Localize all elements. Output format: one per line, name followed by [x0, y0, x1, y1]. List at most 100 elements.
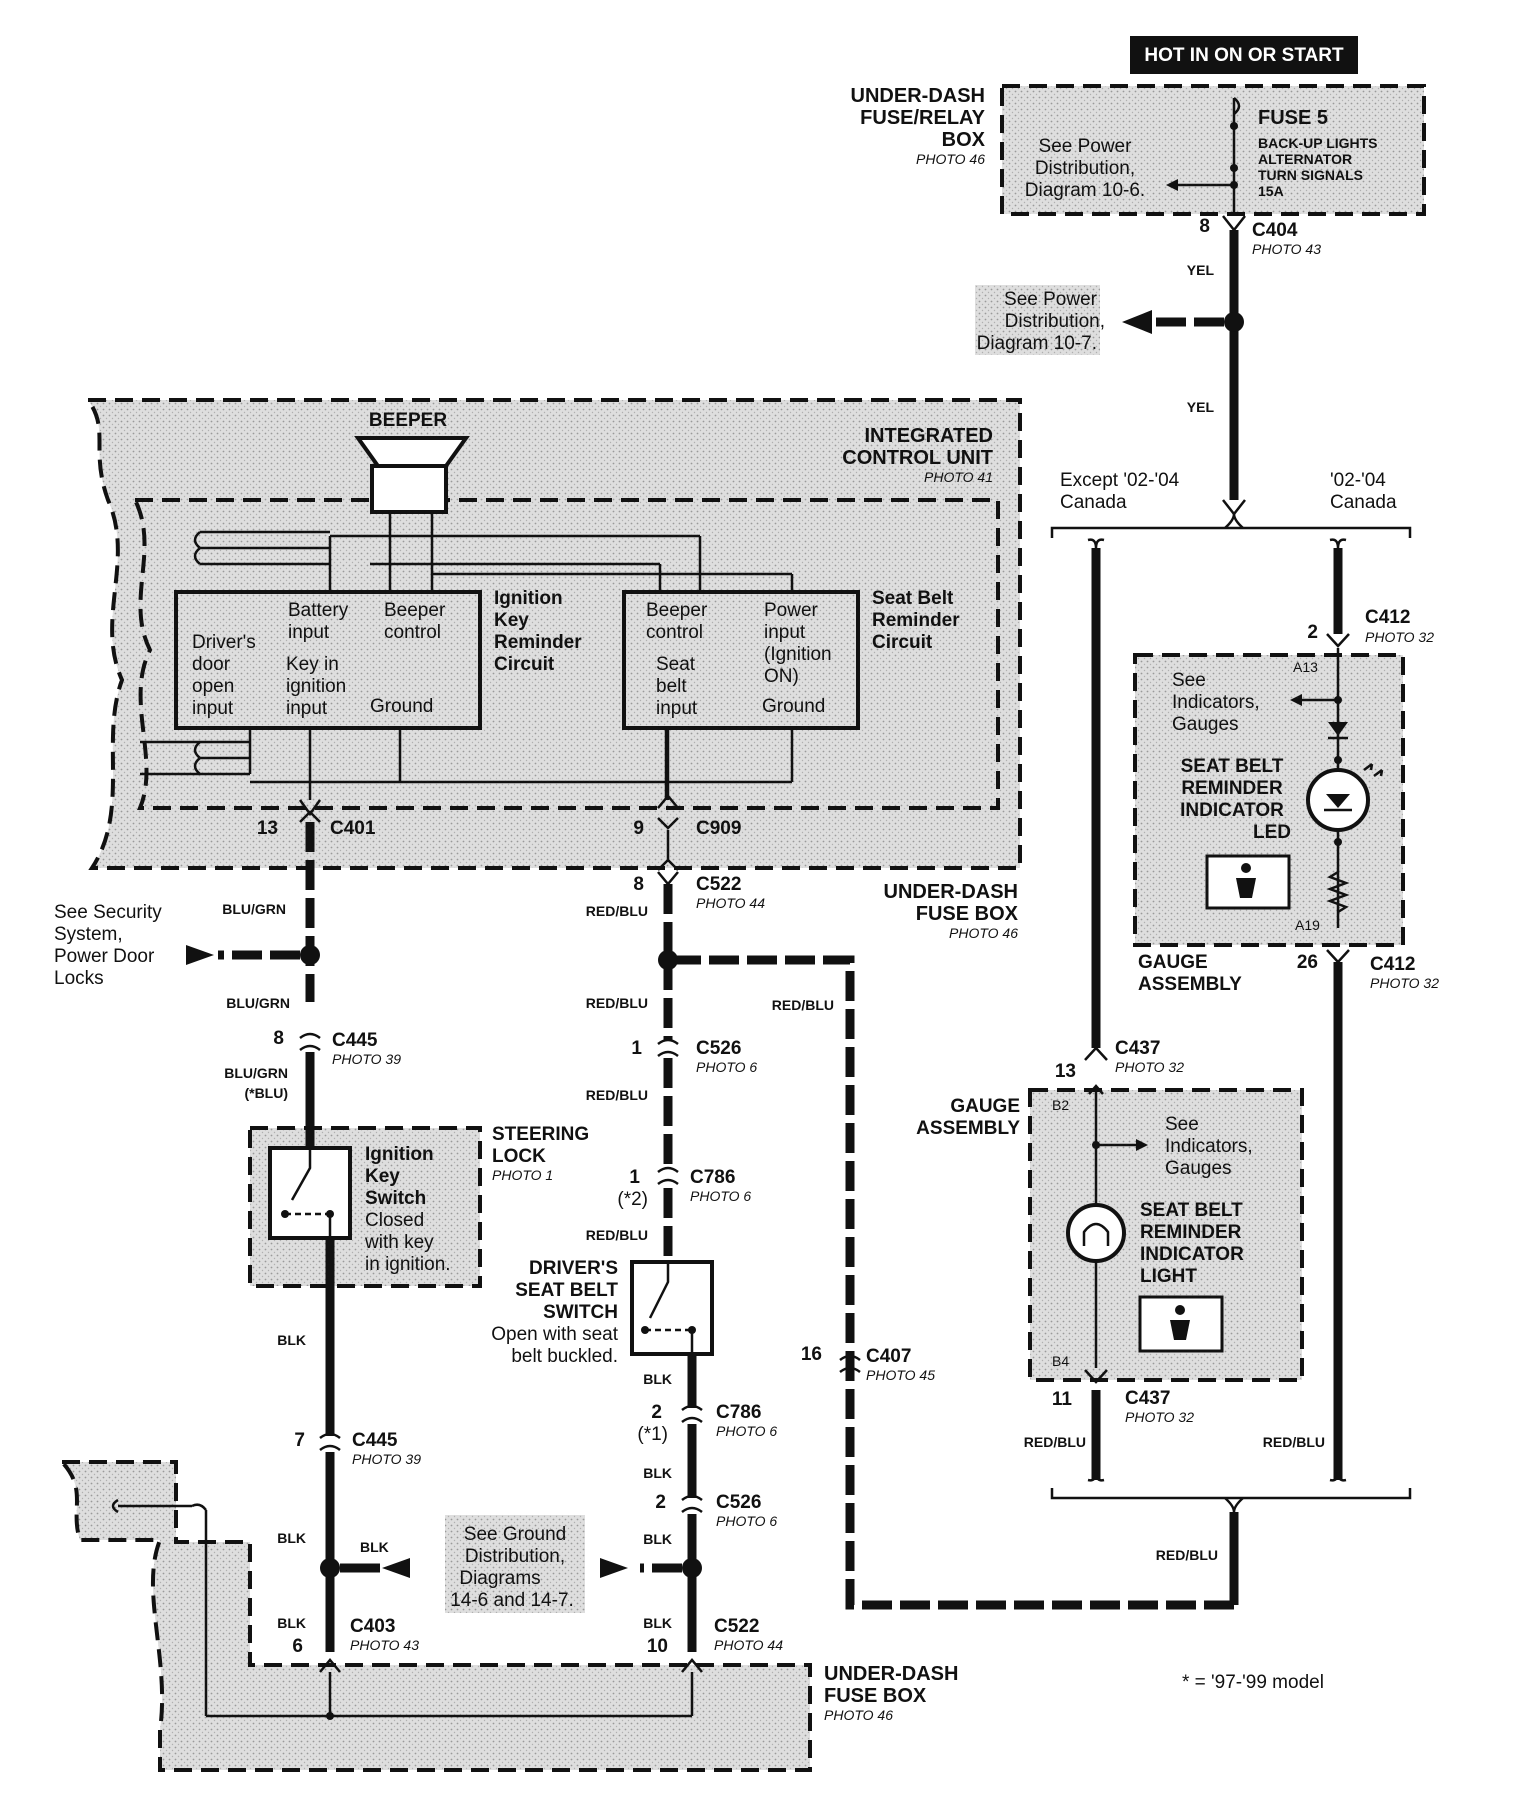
c522-top-name: C522: [696, 874, 741, 895]
sbr-seatbelt-2: belt: [656, 676, 687, 697]
see-ground-3: Diagrams: [459, 1568, 540, 1589]
c522-bot-pin: 10: [647, 1636, 668, 1657]
c412-bot-photo: PHOTO 32: [1370, 975, 1439, 991]
c403-photo: PHOTO 43: [350, 1637, 419, 1653]
c522-bot-photo: PHOTO 44: [714, 1637, 783, 1653]
gauge-led-title-1: GAUGE: [1138, 952, 1208, 973]
c437-bot-photo: PHOTO 32: [1125, 1409, 1194, 1425]
sbr-power-3: (Ignition: [764, 644, 832, 665]
c404-name: C404: [1252, 220, 1298, 241]
ikr-keyin-1: Key in: [286, 654, 339, 675]
ikr-door-1: Driver's: [192, 632, 256, 653]
c401-name: C401: [330, 818, 376, 839]
ign-switch-title-2: Key: [365, 1166, 400, 1187]
c445-top-photo: PHOTO 39: [332, 1051, 401, 1067]
seat-switch-title-3: SWITCH: [543, 1302, 618, 1323]
wire-blugrn-2: BLU/GRN: [226, 995, 290, 1011]
c404-photo: PHOTO 43: [1252, 241, 1321, 257]
wire-redblu-mid-1: RED/BLU: [586, 903, 648, 919]
ikr-keyin-3: input: [286, 698, 328, 719]
fuse-box-mid-title-2: FUSE BOX: [916, 903, 1019, 925]
b4-label: B4: [1052, 1353, 1069, 1369]
ikr-title-1: Ignition: [494, 588, 563, 609]
c407-name: C407: [866, 1346, 911, 1367]
light-title-2: REMINDER: [1140, 1222, 1242, 1243]
c909-pin: 9: [633, 818, 644, 839]
ign-switch-desc-3: in ignition.: [365, 1254, 451, 1275]
c412-bot-pin: 26: [1297, 952, 1318, 973]
sbr-ground: Ground: [762, 696, 825, 717]
c786-top-alt: (*2): [617, 1189, 648, 1210]
sbr-power-2: input: [764, 622, 806, 643]
see-power-bg: [975, 285, 1100, 355]
see-power-107-2: Distribution,: [1005, 311, 1105, 332]
wire-blk-mid-2: BLK: [643, 1465, 672, 1481]
resistor-icon: [1326, 870, 1350, 914]
c412-top-pin: 2: [1307, 622, 1318, 643]
fuse5-line-3: TURN SIGNALS: [1258, 167, 1363, 183]
see-power-106-3: Diagram 10-6.: [1025, 180, 1145, 201]
fuse-box-bottom-region: [57, 1460, 812, 1772]
c522-top-pin: 8: [633, 874, 644, 895]
sbr-seatbelt-1: Seat: [656, 654, 696, 675]
ign-switch-title-1: Ignition: [365, 1144, 434, 1165]
see-indicators-light-3: Gauges: [1165, 1158, 1232, 1179]
c404-pin: 8: [1199, 216, 1210, 237]
see-indicators-led-1: See: [1172, 670, 1206, 691]
fuse5-title: FUSE 5: [1258, 107, 1328, 129]
led-title-3: INDICATOR: [1180, 800, 1284, 821]
steering-lock-title-2: LOCK: [492, 1146, 546, 1167]
c786-bot-pin: 2: [651, 1402, 662, 1423]
c786-bot-photo: PHOTO 6: [716, 1423, 777, 1439]
see-power-106-2: Distribution,: [1035, 158, 1135, 179]
hot-label: HOT IN ON OR START: [1144, 45, 1344, 66]
icu-title-1: INTEGRATED: [864, 425, 993, 447]
ikr-keyin-2: ignition: [286, 676, 346, 697]
see-ground-label-bg: [445, 1515, 585, 1613]
fuse-box-top-photo: PHOTO 46: [916, 151, 985, 167]
c412-top-name: C412: [1365, 607, 1410, 628]
wire-blk-mid-3: BLK: [643, 1531, 672, 1547]
c401-pin: 13: [257, 818, 278, 839]
icu-shaded-region: [84, 398, 1022, 870]
sbr-beeper-2: control: [646, 622, 703, 643]
wire-blk-left-3: BLK: [360, 1539, 389, 1555]
fuse-relay-box-top: [1000, 84, 1426, 216]
light-title-1: SEAT BELT: [1140, 1200, 1243, 1221]
c522-bot-name: C522: [714, 1616, 759, 1637]
wire-blk-left-1: BLK: [277, 1332, 306, 1348]
ikr-circuit-box: [174, 590, 482, 730]
ikr-door-3: open: [192, 676, 234, 697]
see-security-1: See Security: [54, 902, 162, 923]
seat-switch-desc-2: belt buckled.: [511, 1346, 618, 1367]
a19-label: A19: [1295, 917, 1320, 933]
ikr-door-2: door: [192, 654, 231, 675]
seat-switch-title-2: SEAT BELT: [515, 1280, 618, 1301]
steering-lock-title-1: STEERING: [492, 1124, 589, 1145]
wire-redblu-c407: RED/BLU: [772, 997, 834, 1013]
see-power-106-1: See Power: [1039, 136, 1133, 157]
ikr-door-4: input: [192, 698, 234, 719]
canada-2: Canada: [1330, 492, 1397, 513]
sbr-power-4: ON): [764, 666, 799, 687]
c445-bot-pin: 7: [294, 1430, 305, 1451]
beeper-label: BEEPER: [369, 410, 447, 431]
footnote: * = '97-'99 model: [1182, 1672, 1324, 1693]
b2-label: B2: [1052, 1097, 1069, 1113]
c445-top-pin: 8: [273, 1028, 284, 1049]
c437-bot-pin: 11: [1052, 1389, 1073, 1410]
icu-title-2: CONTROL UNIT: [842, 447, 993, 469]
c403-pin: 6: [292, 1636, 303, 1657]
wire-redblu-mid-2: RED/BLU: [586, 995, 648, 1011]
diode-icon: [1328, 722, 1348, 736]
wire-blugrn-1: BLU/GRN: [222, 901, 286, 917]
see-indicators-light-2: Indicators,: [1165, 1136, 1253, 1157]
c526-bot-pin: 2: [655, 1492, 666, 1513]
sbr-seatbelt-3: input: [656, 698, 698, 719]
sbr-power-1: Power: [764, 600, 819, 621]
see-indicators-led-3: Gauges: [1172, 714, 1239, 735]
fuse-box-mid-title-1: UNDER-DASH: [884, 881, 1018, 903]
led-title-4: LED: [1253, 822, 1291, 843]
c526-top-name: C526: [696, 1038, 741, 1059]
seat-belt-switch-box: [630, 1260, 714, 1356]
